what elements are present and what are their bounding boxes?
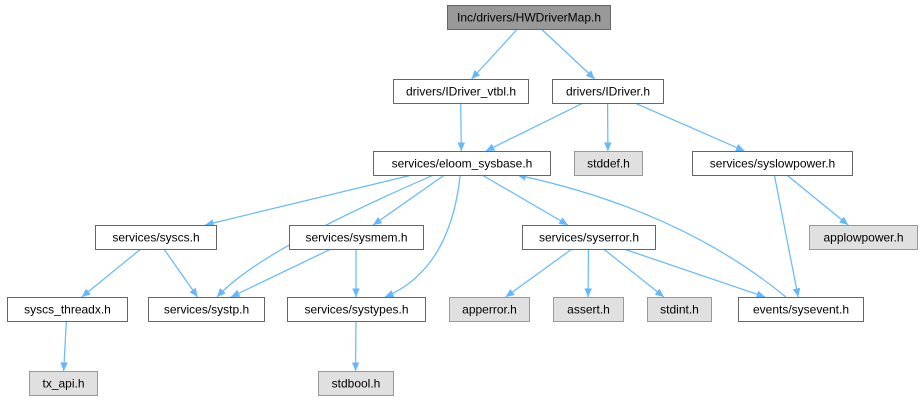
node-label: apperror.h (462, 303, 517, 317)
node-applowpower: applowpower.h (809, 225, 918, 250)
node-label: drivers/IDriver.h (566, 85, 650, 99)
node-box (393, 79, 529, 104)
node-box (148, 297, 265, 322)
node-sysmem[interactable]: services/sysmem.h (289, 225, 424, 250)
edge-sysbase-to-syserror (481, 174, 569, 226)
node-box (373, 151, 551, 176)
node-label: assert.h (567, 303, 610, 317)
node-box (287, 297, 426, 322)
node-assert: assert.h (553, 297, 624, 322)
edge-syserror-to-stdint (603, 248, 665, 298)
node-label: services/syslowpower.h (710, 157, 835, 171)
node-box (574, 151, 643, 176)
node-txapi: tx_api.h (29, 371, 98, 396)
dependency-edges (60, 28, 849, 372)
edge-idriver-to-syslowpower (634, 102, 745, 152)
node-syserror[interactable]: services/syserror.h (522, 225, 656, 250)
node-systp[interactable]: services/systp.h (148, 297, 265, 322)
node-box (95, 225, 217, 250)
node-stdint: stdint.h (647, 297, 712, 322)
node-label: services/systypes.h (304, 303, 408, 317)
edge-sysmem-to-systp (230, 248, 332, 298)
node-label: services/systp.h (164, 303, 249, 317)
node-box (647, 297, 712, 322)
node-box (29, 371, 98, 396)
edge-syserror-to-apperror (505, 248, 573, 298)
node-box (318, 371, 394, 396)
file-nodes: Inc/drivers/HWDriverMap.h drivers/IDriver… (7, 5, 918, 396)
edge-syscs-to-systp (163, 248, 199, 298)
edge-threadx-to-txapi (60, 320, 68, 372)
node-stdbool: stdbool.h (318, 371, 394, 396)
node-label: syscs_threadx.h (24, 303, 111, 317)
node-syslowpower[interactable]: services/syslowpower.h (692, 151, 853, 176)
edge-root-to-vtbl (471, 28, 518, 80)
node-box (7, 297, 128, 322)
edge-sysevent-to-sysbase (517, 173, 787, 298)
node-box (522, 225, 656, 250)
edge-syslowpower-to-applowpower (786, 174, 849, 226)
edge-sysbase-to-sysmem (372, 174, 445, 226)
node-vtbl[interactable]: drivers/IDriver_vtbl.h (393, 79, 529, 104)
edge-syscs-to-threadx (81, 248, 142, 298)
node-box (553, 297, 624, 322)
node-box (447, 5, 611, 30)
node-label: stddef.h (587, 157, 630, 171)
node-label: stdbool.h (332, 377, 381, 391)
node-label: Inc/drivers/HWDriverMap.h (457, 11, 601, 25)
node-box (692, 151, 853, 176)
edge-sysbase-to-syscs (204, 174, 413, 227)
node-root[interactable]: Inc/drivers/HWDriverMap.h (447, 5, 611, 30)
node-idriver[interactable]: drivers/IDriver.h (552, 79, 664, 104)
edge-idriver-to-sysbase (485, 102, 584, 152)
node-syscs[interactable]: services/syscs.h (95, 225, 217, 250)
edge-sysbase-to-systypes (384, 174, 461, 298)
node-label: services/sysmem.h (305, 231, 407, 245)
node-box (552, 79, 664, 104)
node-label: drivers/IDriver_vtbl.h (406, 85, 516, 99)
node-label: events/sysevent.h (753, 303, 849, 317)
node-box (289, 225, 424, 250)
node-apperror: apperror.h (449, 297, 530, 322)
node-label: services/eloom_sysbase.h (392, 157, 533, 171)
node-label: services/syserror.h (539, 231, 639, 245)
node-systypes[interactable]: services/systypes.h (287, 297, 426, 322)
node-box (449, 297, 530, 322)
edge-root-to-idriver (540, 28, 596, 80)
node-stddef: stddef.h (574, 151, 643, 176)
node-sysevent[interactable]: events/sysevent.h (738, 297, 864, 322)
node-threadx[interactable]: syscs_threadx.h (7, 297, 128, 322)
node-label: tx_api.h (42, 377, 84, 391)
node-box (809, 225, 918, 250)
edge-syslowpower-to-sysevent (773, 174, 801, 298)
edge-vtbl-to-sysbase (457, 102, 466, 152)
node-box (738, 297, 864, 322)
node-sysbase[interactable]: services/eloom_sysbase.h (373, 151, 551, 176)
node-label: services/syscs.h (112, 231, 199, 245)
node-label: applowpower.h (823, 231, 903, 245)
edge-syserror-to-sysevent (623, 248, 766, 298)
node-label: stdint.h (660, 303, 699, 317)
